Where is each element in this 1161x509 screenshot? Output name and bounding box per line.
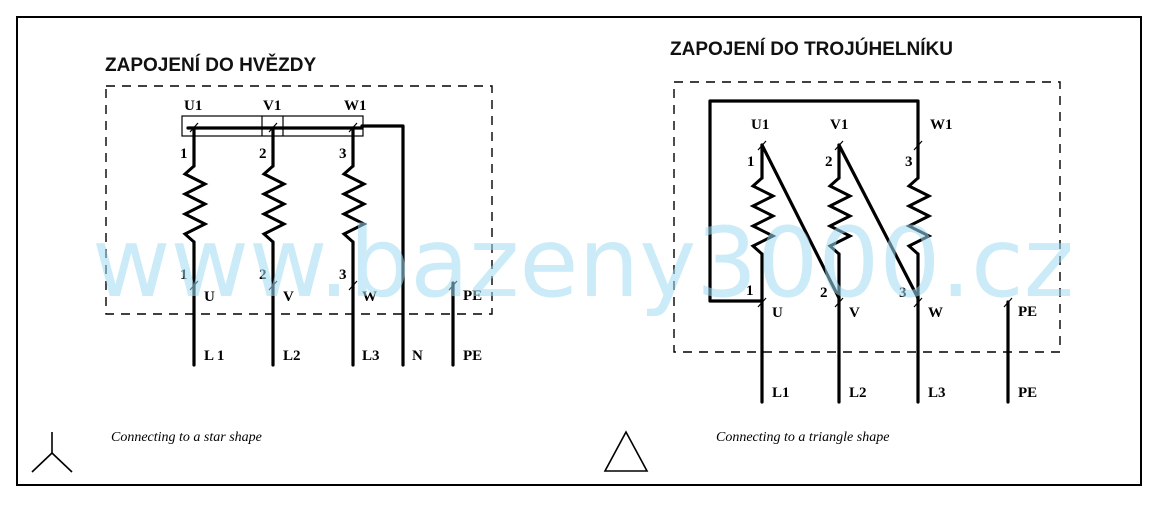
triangle-line-l2: L2 [849, 385, 867, 401]
star-terminal-w: W [362, 289, 377, 305]
triangle-coil-top-number-1: 1 [747, 154, 755, 170]
triangle-terminal-v: V [849, 305, 860, 321]
triangle-outer-loop [708, 99, 920, 303]
triangle-terminal-pe: PE [1018, 304, 1037, 320]
star-line-n: N [412, 348, 423, 364]
triangle-coil-top-number-2: 2 [825, 154, 833, 170]
triangle-coil-bottom-number-2: 2 [820, 285, 828, 301]
star-terminal-v: V [283, 289, 294, 305]
triangle-line-l1: L1 [772, 385, 790, 401]
star-top-terminal-u1: U1 [184, 98, 202, 114]
triangle-symbol-icon [603, 430, 649, 472]
triangle-terminal-w: W [928, 305, 943, 321]
star-top-terminal-v1: V1 [263, 98, 281, 114]
triangle-caption: Connecting to a triangle shape [716, 430, 889, 445]
star-coil-bottom-number-1: 1 [180, 267, 188, 283]
star-line-l2: L2 [283, 348, 301, 364]
star-terminal-pe: PE [463, 288, 482, 304]
star-coil-top-number-3: 3 [339, 146, 347, 162]
triangle-coil-top-number-3: 3 [905, 154, 913, 170]
triangle-line-pe: PE [1018, 385, 1037, 401]
triangle-motor-box [673, 81, 1061, 353]
star-coil-top-number-1: 1 [180, 146, 188, 162]
diagram-frame [16, 16, 1142, 486]
triangle-coil-bottom-number-3: 3 [899, 285, 907, 301]
star-motor-box [105, 85, 493, 315]
triangle-line-l3: L3 [928, 385, 946, 401]
star-line-pe: PE [463, 348, 482, 364]
star-caption: Connecting to a star shape [111, 430, 262, 445]
triangle-coil-2 [826, 176, 854, 256]
star-line-l3: L3 [362, 348, 380, 364]
triangle-top-terminal-w1: W1 [930, 117, 953, 133]
star-symbol-icon [31, 432, 73, 473]
triangle-title: ZAPOJENÍ DO TROJÚHELNÍKU [670, 38, 953, 60]
triangle-coil-1 [749, 176, 777, 256]
star-coil-top-number-2: 2 [259, 146, 267, 162]
star-coil-3 [340, 164, 368, 244]
triangle-bridge-u1-v [760, 143, 841, 300]
star-terminal-u: U [204, 289, 215, 305]
watermark: www.bazeny3000.cz [92, 207, 1074, 319]
triangle-top-terminal-u1: U1 [751, 117, 769, 133]
star-coil-2 [260, 164, 288, 244]
star-coil-bottom-number-2: 2 [259, 267, 267, 283]
triangle-bridge-v1-w [837, 143, 920, 300]
star-title: ZAPOJENÍ DO HVĚZDY [105, 54, 316, 76]
triangle-coil-3 [905, 176, 933, 256]
star-top-terminal-w1: W1 [344, 98, 367, 114]
star-coil-bottom-number-3: 3 [339, 267, 347, 283]
triangle-top-terminal-v1: V1 [830, 117, 848, 133]
triangle-coil-bottom-number-1: 1 [746, 283, 754, 299]
star-neutral-wire [360, 124, 405, 367]
star-coil-1 [181, 164, 209, 244]
star-line-l1: L 1 [204, 348, 224, 364]
triangle-terminal-u: U [772, 305, 783, 321]
